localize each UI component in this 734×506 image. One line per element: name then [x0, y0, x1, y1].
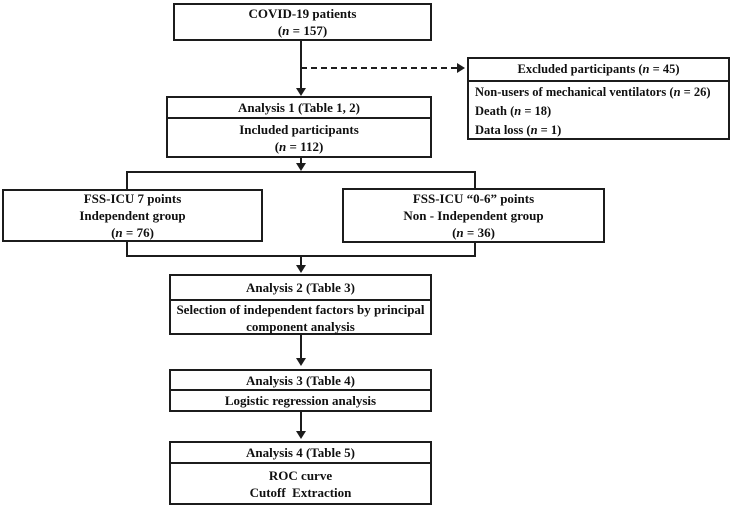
covid-patients-box: COVID-19 patients (n = 157) [173, 3, 432, 41]
analysis2-body: Selection of independent factors by prin… [171, 301, 430, 335]
covid-box-count: (n = 157) [278, 22, 327, 39]
excluded-item: Death (n = 18) [475, 102, 551, 121]
arrowhead-right-excluded [457, 63, 465, 73]
merge-right-riser [474, 243, 476, 257]
independent-group-count: (n = 76) [111, 224, 154, 241]
connector-analysis1-stub [300, 158, 302, 164]
analysis4-body-line: Cutoff Extraction [249, 484, 352, 500]
analysis3-box: Analysis 3 (Table 4) Logistic regression… [169, 369, 432, 412]
arrowhead-down-analysis3 [296, 358, 306, 366]
text-fragment: = 36) [463, 225, 495, 240]
connector-analysis2-to-analysis3 [300, 335, 302, 360]
text-fragment: = 157) [289, 23, 328, 38]
analysis3-body-line: Logistic regression analysis [224, 393, 377, 408]
analysis2-body-line: Selection of independent factors by prin… [176, 302, 425, 317]
text-fragment: = 112) [286, 138, 324, 154]
text-fragment: = 1) [537, 123, 562, 137]
excluded-box-body: Non-users of mechanical ventilators (n =… [469, 82, 728, 142]
text-fragment: Non-users of mechanical ventilators ( [475, 85, 674, 99]
analysis2-body-line: component analysis [246, 319, 355, 334]
split-horizontal-line [126, 171, 476, 173]
text-fragment-italic-n: n [282, 23, 290, 38]
text-fragment: ( [277, 23, 283, 38]
analysis1-body: Included participants (n = 112) [168, 119, 430, 156]
analysis3-header: Analysis 3 (Table 4) [171, 371, 430, 391]
merge-left-riser [126, 242, 128, 257]
text-fragment: = 76) [122, 225, 154, 240]
non-independent-group-line: Non - Independent group [403, 208, 544, 223]
text-fragment-italic-n: n [456, 225, 464, 240]
excluded-participants-box: Excluded participants (n = 45) Non-users… [467, 57, 730, 140]
text-fragment-italic-n: n [530, 123, 538, 137]
text-fragment: ( [274, 138, 280, 154]
text-fragment: = 18) [521, 104, 552, 118]
text-fragment-italic-n: n [514, 104, 522, 118]
analysis4-header: Analysis 4 (Table 5) [171, 443, 430, 464]
arrowhead-down-analysis2 [296, 265, 306, 273]
text-fragment: Data loss ( [475, 123, 531, 137]
independent-group-line: FSS-ICU 7 points [83, 191, 182, 206]
covid-box-title: COVID-19 patients [248, 6, 357, 21]
arrowhead-down-analysis4 [296, 431, 306, 439]
analysis4-body: ROC curve Cutoff Extraction [171, 464, 430, 503]
arrowhead-down-analysis1 [296, 88, 306, 96]
arrowhead-down-split [296, 163, 306, 171]
excluded-item: Data loss (n = 1) [475, 121, 561, 140]
text-fragment: = 26) [680, 85, 711, 99]
independent-group-line: Independent group [79, 208, 186, 223]
text-fragment: ( [111, 225, 116, 240]
connector-merge-stub [300, 257, 302, 266]
split-left-drop [126, 171, 128, 190]
analysis2-box: Analysis 2 (Table 3) Selection of indepe… [169, 274, 432, 335]
analysis1-box: Analysis 1 (Table 1, 2) Included partici… [166, 96, 432, 158]
analysis3-header-text: Analysis 3 (Table 4) [246, 372, 355, 388]
analysis1-header: Analysis 1 (Table 1, 2) [168, 98, 430, 119]
analysis1-body-line: Included participants [239, 121, 359, 137]
text-fragment-italic-n: n [115, 225, 123, 240]
non-independent-group-line: FSS-ICU “0-6” points [412, 191, 535, 206]
text-fragment-italic-n: n [642, 62, 650, 76]
analysis4-body-line: ROC curve [268, 467, 333, 483]
text-fragment: ( [452, 225, 457, 240]
text-fragment-italic-n: n [279, 138, 287, 154]
analysis3-body: Logistic regression analysis [171, 391, 430, 410]
analysis1-count: (n = 112) [275, 138, 324, 155]
excluded-header-text: Excluded participants (n = 45) [517, 61, 679, 78]
connector-analysis3-to-analysis4 [300, 412, 302, 433]
analysis2-header-text: Analysis 2 (Table 3) [246, 280, 355, 295]
excluded-item: Non-users of mechanical ventilators (n =… [475, 83, 711, 102]
non-independent-group-count: (n = 36) [452, 224, 495, 241]
analysis1-header-text: Analysis 1 (Table 1, 2) [238, 100, 360, 115]
independent-group-box: FSS-ICU 7 points Independent group (n = … [2, 189, 263, 242]
split-right-drop [474, 171, 476, 189]
connector-covid-to-analysis1 [300, 41, 302, 88]
analysis4-header-text: Analysis 4 (Table 5) [246, 445, 355, 460]
text-fragment: = 45) [649, 62, 680, 76]
text-fragment: Death ( [475, 104, 515, 118]
dashed-connector-to-excluded [301, 67, 457, 69]
excluded-box-header: Excluded participants (n = 45) [469, 59, 728, 82]
merge-horizontal-line [126, 255, 476, 257]
analysis2-header: Analysis 2 (Table 3) [171, 276, 430, 301]
text-fragment: Excluded participants ( [517, 62, 643, 76]
non-independent-group-box: FSS-ICU “0-6” points Non - Independent g… [342, 188, 605, 243]
analysis4-box: Analysis 4 (Table 5) ROC curve Cutoff Ex… [169, 441, 432, 505]
text-fragment-italic-n: n [673, 85, 681, 99]
